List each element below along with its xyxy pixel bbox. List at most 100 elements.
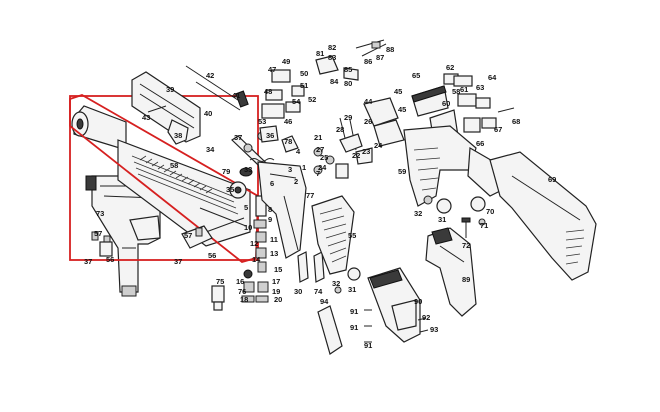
callout-12: 12 <box>250 239 258 248</box>
callout-1: 1 <box>302 163 306 172</box>
callout-66: 66 <box>476 139 484 148</box>
callout-29: 29 <box>344 113 352 122</box>
frame-89 <box>425 227 477 317</box>
callout-60: 60 <box>442 99 450 108</box>
callout-30: 30 <box>294 287 302 296</box>
callout-89: 89 <box>462 275 470 284</box>
callout-15: 15 <box>274 265 282 274</box>
callout-88: 88 <box>386 45 394 54</box>
callout-9: 9 <box>268 215 272 224</box>
callout-67: 67 <box>494 125 502 134</box>
callout-56: 56 <box>106 255 114 264</box>
nut-31 <box>436 198 452 214</box>
callout-37: 37 <box>84 257 92 266</box>
callout-40: 40 <box>204 109 212 118</box>
callout-17: 17 <box>272 277 280 286</box>
callout-5: 5 <box>244 203 248 212</box>
part-41 <box>235 90 249 108</box>
grip-55 <box>311 195 355 275</box>
callout-13: 13 <box>270 249 278 258</box>
callout-28: 28 <box>336 125 344 134</box>
callout-25: 25 <box>320 153 328 162</box>
callout-47: 47 <box>268 65 276 74</box>
callout-42: 42 <box>206 71 214 80</box>
guide-rod-42 <box>185 65 245 105</box>
callout-53: 53 <box>258 117 266 126</box>
callout-91b: 91 <box>350 323 358 332</box>
callout-44: 44 <box>364 97 373 106</box>
callout-23: 23 <box>362 147 370 156</box>
callout-18: 18 <box>240 295 248 304</box>
top-parts-45-54 <box>259 39 387 153</box>
callout-87: 87 <box>376 53 384 62</box>
callout-37c: 37 <box>234 133 242 142</box>
callout-3: 3 <box>288 165 292 174</box>
callout-77: 77 <box>306 191 314 200</box>
callout-80: 80 <box>344 79 352 88</box>
callout-4: 4 <box>296 147 301 156</box>
callout-43: 43 <box>142 113 150 122</box>
callout-57: 57 <box>94 229 102 238</box>
callout-8: 8 <box>268 205 272 214</box>
callout-35: 35 <box>226 185 234 194</box>
callout-19: 19 <box>272 287 280 296</box>
callout-24: 24 <box>318 163 327 172</box>
callout-59: 59 <box>398 167 406 176</box>
callout-65: 65 <box>412 71 420 80</box>
screws <box>364 309 429 343</box>
callout-92: 92 <box>422 313 430 322</box>
callout-55: 55 <box>348 231 356 240</box>
callout-90: 90 <box>414 297 422 306</box>
callout-56b: 56 <box>208 251 216 260</box>
callout-26: 26 <box>364 117 372 126</box>
callout-71: 71 <box>480 221 488 230</box>
callout-11: 11 <box>270 235 278 244</box>
trigger-guard-38 <box>167 119 189 145</box>
callout-76: 76 <box>238 287 246 296</box>
callout-21: 21 <box>314 133 322 142</box>
callout-64: 64 <box>488 73 497 82</box>
callout-39: 39 <box>166 85 174 94</box>
callout-labels: 73 57 37 56 57 37 56 58 42 39 41 40 43 3… <box>84 43 556 350</box>
callout-48: 48 <box>264 87 272 96</box>
mechanism-21-29 <box>313 97 405 179</box>
callout-75: 75 <box>216 277 224 286</box>
callout-94: 94 <box>320 297 329 306</box>
callout-78: 78 <box>284 137 292 146</box>
stock-69 <box>489 151 597 281</box>
callout-68: 68 <box>512 117 520 126</box>
callout-45: 45 <box>394 87 402 96</box>
callout-37b: 37 <box>174 257 182 266</box>
callout-31b: 31 <box>438 215 446 224</box>
callout-63: 63 <box>476 83 484 92</box>
callout-20: 20 <box>274 295 282 304</box>
callout-22: 22 <box>352 151 360 160</box>
callout-38: 38 <box>174 131 182 140</box>
barrel-shroud-assembly <box>71 105 251 247</box>
callout-2: 2 <box>294 177 298 186</box>
callout-14: 14 <box>252 255 261 264</box>
callout-24b: 24 <box>374 141 383 150</box>
callout-84: 84 <box>330 77 339 86</box>
callout-33: 33 <box>244 165 252 174</box>
callout-51: 51 <box>300 81 308 90</box>
callout-49: 49 <box>282 57 290 66</box>
callout-7: 7 <box>316 169 320 178</box>
slide-39 <box>131 71 201 145</box>
muzzle-cap <box>85 175 97 191</box>
callout-73: 73 <box>96 209 104 218</box>
callout-54: 54 <box>292 97 301 106</box>
side-plate-94 <box>317 305 343 355</box>
callout-58b: 58 <box>452 87 460 96</box>
callout-91c: 91 <box>364 341 372 350</box>
callout-16: 16 <box>236 277 244 286</box>
callout-83: 83 <box>328 53 336 62</box>
callout-85: 85 <box>344 65 352 74</box>
callout-58: 58 <box>170 161 178 170</box>
callout-45b: 45 <box>398 105 406 114</box>
callout-91: 91 <box>350 307 358 316</box>
callout-93: 93 <box>430 325 438 334</box>
callout-10: 10 <box>244 223 252 232</box>
